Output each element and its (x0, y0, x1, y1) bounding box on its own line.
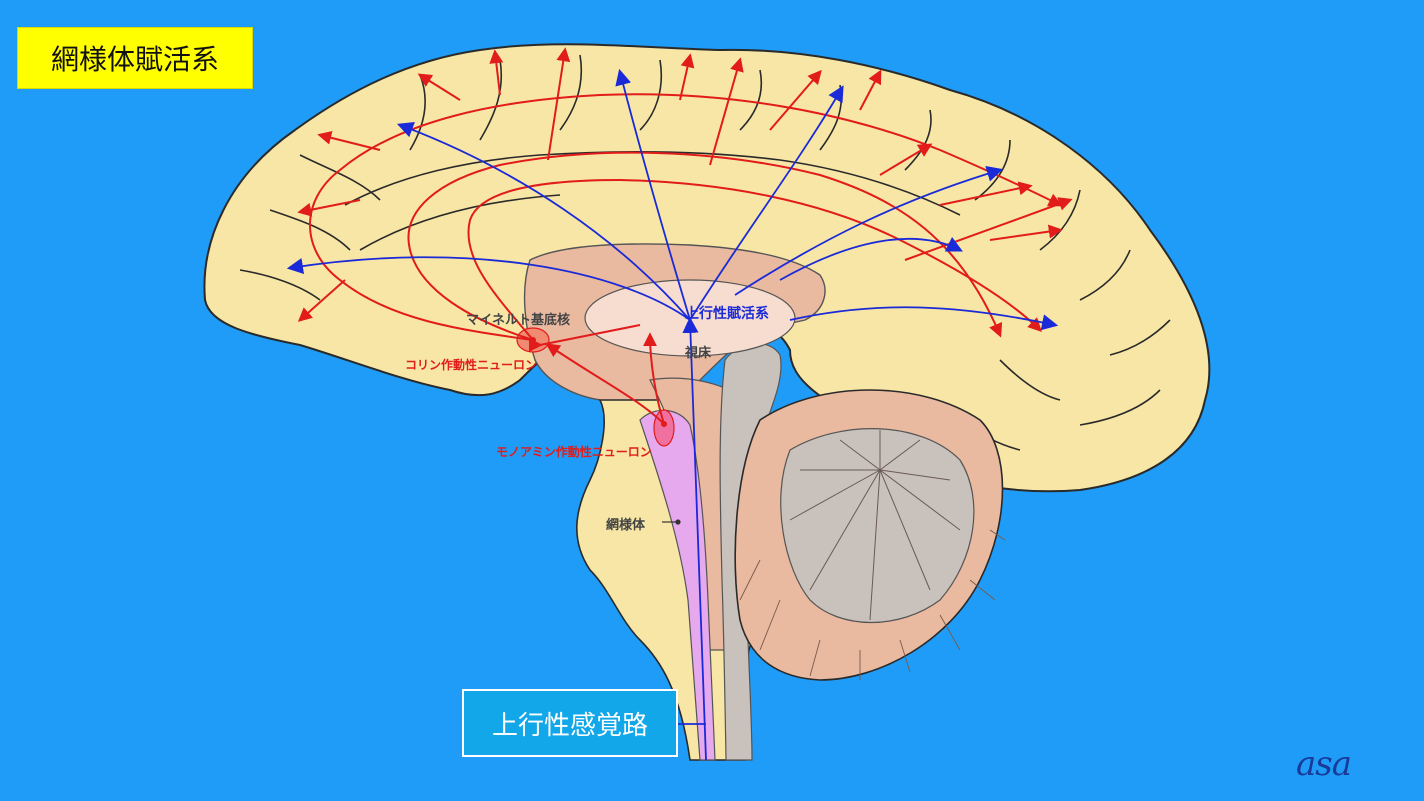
cholinergic-label: コリン作動性ニューロン (405, 358, 538, 372)
meynert-label: マイネルト基底核 (466, 313, 571, 328)
cerebellum (734, 389, 1006, 681)
signature: asa (1296, 744, 1352, 784)
sensory-pathway-label: 上行性感覚路 (462, 689, 678, 757)
monoamine-nucleus-dot (653, 409, 675, 447)
ascending-sensory-line (676, 316, 707, 761)
spinal-cord (719, 342, 782, 761)
page-title: 網様体賦活系 (17, 27, 253, 89)
monoaminergic-label: モノアミン作動性ニューロン (496, 445, 652, 459)
reticular-label: 網様体 (606, 518, 646, 533)
ascending-activating-label: 上行性賦活系 (685, 306, 769, 322)
red-pathways (297, 47, 1073, 425)
thalamus-label: 視床 (685, 346, 712, 361)
reticular-pointer (662, 519, 681, 525)
blue-pathways (286, 68, 1059, 331)
